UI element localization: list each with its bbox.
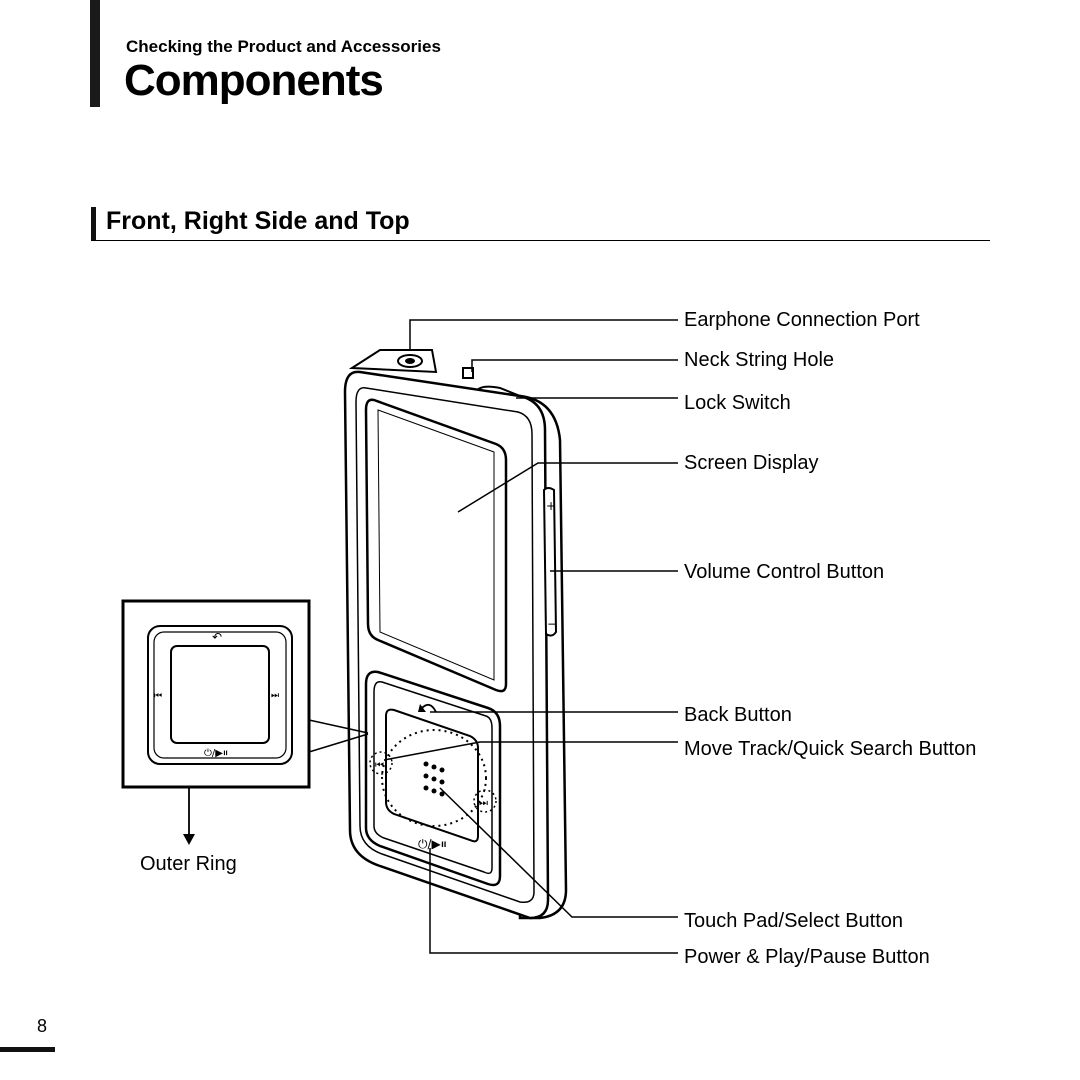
section-divider bbox=[91, 240, 990, 241]
section-accent-bar bbox=[91, 207, 96, 240]
inset-power-play-icon: ⏻/▶⏸ bbox=[204, 748, 228, 759]
callout-move-track: Move Track/Quick Search Button bbox=[684, 738, 977, 760]
back-arrow-icon bbox=[421, 703, 437, 713]
inset-back-arrow-icon: ↶ bbox=[212, 630, 222, 644]
callout-volume-control: Volume Control Button bbox=[684, 561, 885, 583]
callout-leaders bbox=[383, 319, 678, 954]
next-track-icon: ⏭ bbox=[479, 798, 488, 809]
volume-rocker bbox=[542, 487, 558, 637]
inset-previous-icon: ⏮ bbox=[154, 691, 162, 701]
touch-pad-dots-icon bbox=[423, 761, 445, 797]
volume-minus-icon: − bbox=[547, 617, 557, 631]
down-arrow-icon bbox=[183, 834, 195, 845]
header-accent-bar bbox=[90, 0, 100, 107]
callout-earphone-port: Earphone Connection Port bbox=[684, 309, 920, 331]
screen-display bbox=[364, 398, 508, 693]
neck-string-hole-icon bbox=[462, 367, 474, 379]
chapter-kicker: Checking the Product and Accessories bbox=[126, 37, 441, 56]
callout-power-play: Power & Play/Pause Button bbox=[684, 946, 930, 968]
callout-screen-display: Screen Display bbox=[684, 452, 819, 474]
outer-ring-label: Outer Ring bbox=[140, 853, 237, 875]
previous-track-icon: ⏮ bbox=[375, 760, 384, 771]
inset-next-icon: ⏭ bbox=[271, 691, 279, 701]
page-number-bar bbox=[0, 1047, 55, 1052]
callout-touch-pad: Touch Pad/Select Button bbox=[684, 910, 904, 932]
volume-plus-icon: + bbox=[546, 499, 556, 513]
callout-lock-switch: Lock Switch bbox=[684, 392, 791, 414]
power-play-pause-icon: ⏻/▶⏸ bbox=[418, 837, 447, 851]
section-title: Front, Right Side and Top bbox=[106, 207, 410, 235]
page-number: 8 bbox=[37, 1016, 48, 1036]
callout-neck-string-hole: Neck String Hole bbox=[684, 349, 835, 371]
page-title: Components bbox=[124, 56, 384, 105]
callout-back-button: Back Button bbox=[684, 704, 792, 726]
